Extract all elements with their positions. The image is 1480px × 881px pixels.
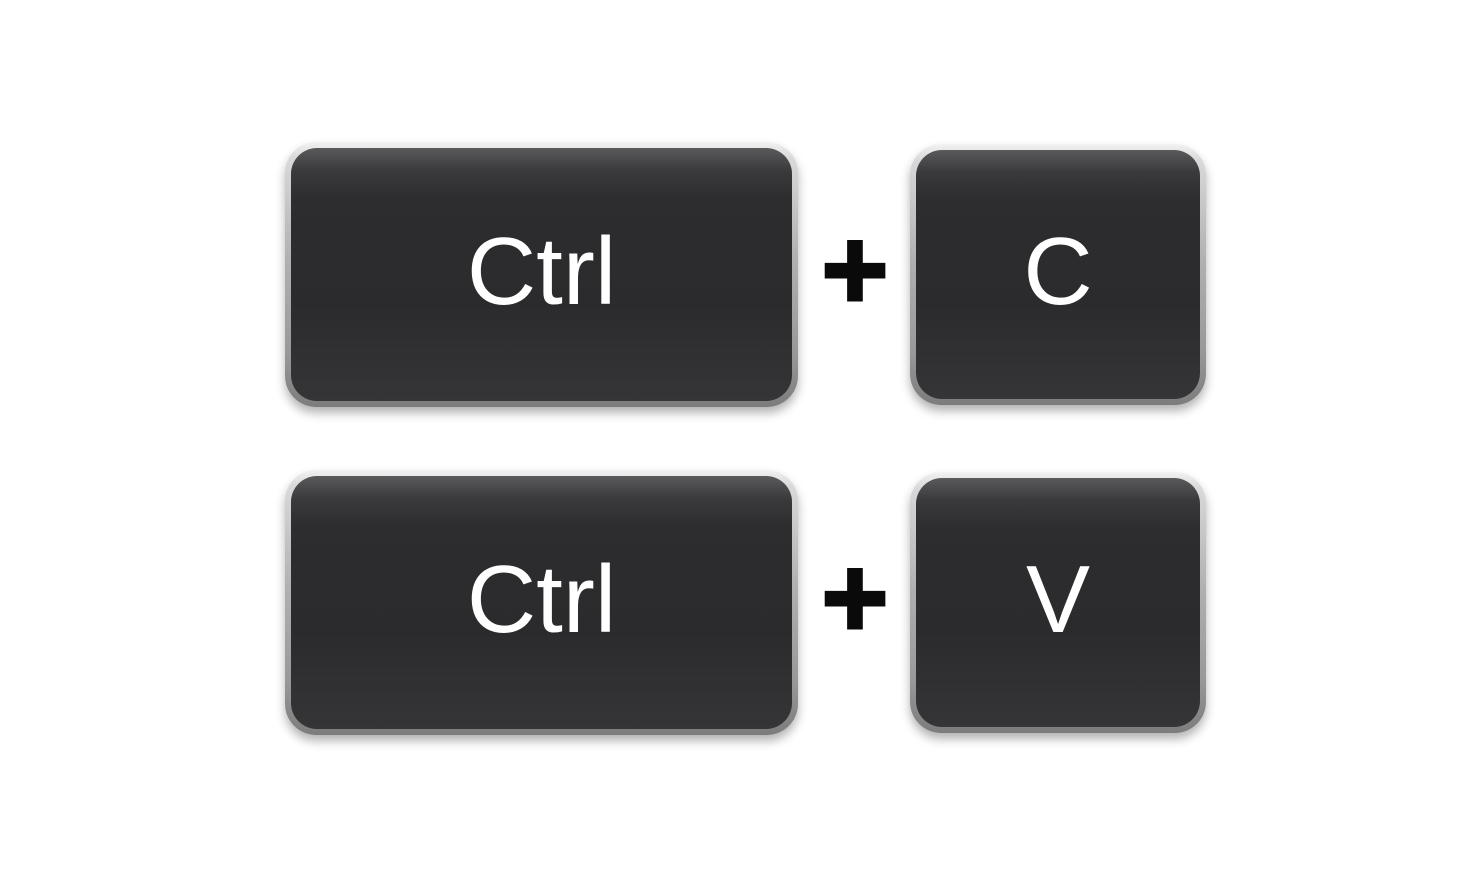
plus-icon: + [800,206,910,336]
plus-sign-text: + [820,206,890,334]
ctrl-key: Ctrl [285,470,798,735]
v-key-face: V [916,478,1200,727]
ctrl-key-label: Ctrl [466,217,617,325]
ctrl-key: Ctrl [285,142,798,407]
c-key: C [910,144,1206,405]
c-key-face: C [916,150,1200,399]
shortcut-ctrl-v: Ctrl + V [285,470,1206,735]
ctrl-key-face: Ctrl [291,148,792,401]
shortcut-ctrl-c: Ctrl + C [285,142,1206,407]
ctrl-key-face: Ctrl [291,476,792,729]
c-key-label: C [1023,217,1093,325]
plus-icon: + [800,534,910,664]
plus-sign-text: + [820,534,890,662]
ctrl-key-label: Ctrl [466,545,617,653]
v-key-label: V [1025,545,1091,653]
v-key: V [910,472,1206,733]
